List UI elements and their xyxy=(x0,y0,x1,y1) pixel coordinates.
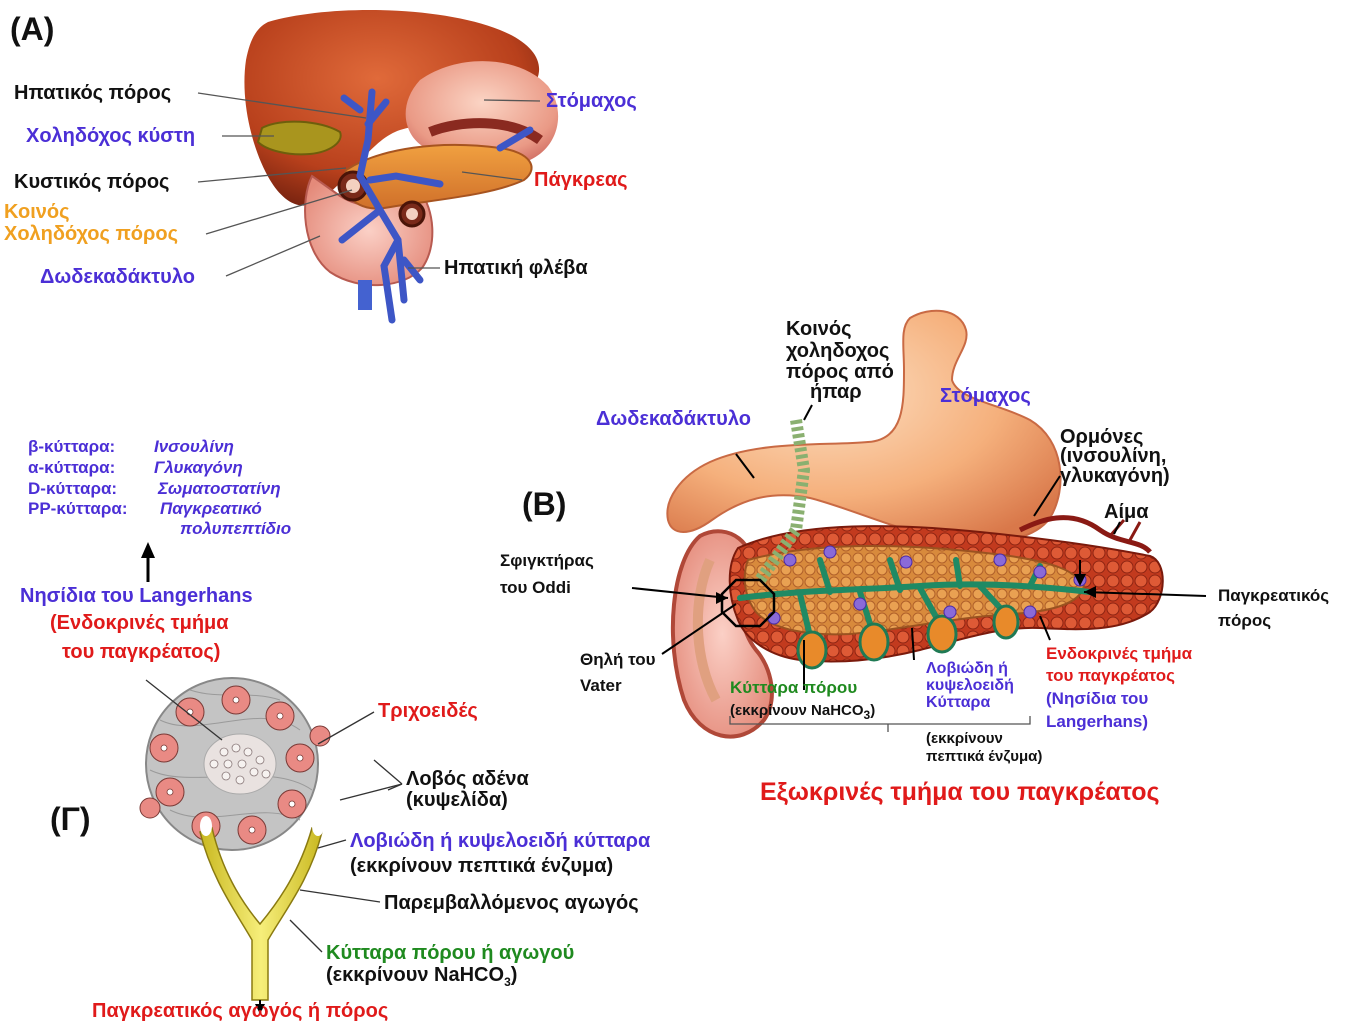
label-blood: Αίμα xyxy=(1104,501,1149,523)
label-islets-c: Νησίδια του Langerhans xyxy=(20,585,253,607)
label-hepatic-duct: Ηπατικός πόρος xyxy=(14,82,172,104)
label-sphincter-2: του Oddi xyxy=(500,578,571,597)
label-sphincter-1: Σφιγκτήρας xyxy=(500,551,594,570)
label-pancreatic-duct-b-2: πόρος xyxy=(1218,611,1272,630)
label-intercalated-duct: Παρεμβαλλόμενος αγωγός xyxy=(384,892,639,914)
label-pancreatic-duct-b-1: Παγκρεατικός xyxy=(1218,586,1330,605)
label-duct-cells-c-secretion: (εκκρίνουν NaHCO3) xyxy=(326,964,518,989)
panel-b-tag: (B) xyxy=(522,486,567,522)
label-endocrine-c-1: (Ενδοκρινές τμήμα xyxy=(50,612,229,634)
panel-a-tag: (A) xyxy=(10,11,55,47)
label-islets-b-2: Langerhans) xyxy=(1046,712,1149,731)
bile-duct-b xyxy=(755,419,811,584)
label-endocrine-c-2: του παγκρέατος) xyxy=(62,641,221,663)
label-duct-cells-c: Κύτταρα πόρου ή αγωγού xyxy=(326,942,575,964)
panel-b-illustration xyxy=(631,309,1207,739)
label-pancreatic-duct-c: Παγκρεατικός αγωγός ή πόρος xyxy=(92,1000,389,1022)
label-duct-cells-b: Κύτταρα πόρου xyxy=(730,678,858,697)
intercalated-duct-y xyxy=(199,826,323,1001)
cell-delta-key: D-κύτταρα: xyxy=(28,479,118,498)
cell-alpha-key: α-κύτταρα: xyxy=(28,458,116,477)
panel-c-leaders xyxy=(145,679,403,953)
label-gallbladder-a: Χοληδόχος κύστη xyxy=(26,125,196,147)
pancreas-a-shape xyxy=(343,143,533,210)
liver-shape xyxy=(244,10,540,206)
acini-rosettes xyxy=(139,685,331,845)
label-pancreas-a: Πάγκρεας xyxy=(534,169,628,191)
label-hormones-2: (ινσουλίνη, xyxy=(1060,445,1167,467)
label-vater-1: Θηλή του xyxy=(580,650,656,669)
label-acinar-b-secretion-2: πεπτικά ένζυμα) xyxy=(926,748,1043,765)
cell-pp-key: PP-κύτταρα: xyxy=(28,499,128,518)
label-common-bile-b-2: χοληδοχος xyxy=(786,340,890,362)
label-islets-b-1: (Νησίδια του xyxy=(1046,689,1149,708)
label-common-bile-b-3: πόρος από xyxy=(786,361,894,383)
label-acinar-c: Λοβιώδη ή κυψελοειδή κύτταρα xyxy=(350,830,651,852)
label-acinar-b-3: Κύτταρα xyxy=(926,694,991,711)
label-acinar-b-secretion-1: (εκκρίνουν xyxy=(926,730,1003,747)
label-duodenum-b: Δωδεκαδάκτυλο xyxy=(596,408,751,430)
label-exocrine-title: Εξωκρινές τμήμα του παγκρέατος xyxy=(760,778,1160,806)
panel-c-tag: (Γ) xyxy=(50,801,91,837)
label-capillaries: Τριχοειδές xyxy=(378,700,478,722)
label-lobule-2: (κυψελίδα) xyxy=(406,789,508,811)
stomach-b-shape xyxy=(666,309,1062,545)
label-vater-2: Vater xyxy=(580,676,622,695)
label-hormones-1: Ορμόνες xyxy=(1060,426,1144,448)
label-hormones-3: γλυκαγόνη) xyxy=(1060,465,1170,487)
label-duodenum-a: Δωδεκαδάκτυλο xyxy=(40,266,195,288)
cell-beta-key: β-κύτταρα: xyxy=(28,437,116,456)
label-hepatic-vein: Ηπατική φλέβα xyxy=(444,257,588,279)
label-acinar-b-1: Λοβιώδη ή xyxy=(926,660,1008,677)
label-endocrine-b-2: του παγκρέατος xyxy=(1046,666,1176,685)
label-common-bile-b-4: ήπαρ xyxy=(810,381,862,403)
label-cystic-duct: Κυστικός πόρος xyxy=(14,171,170,193)
panel-a-illustration xyxy=(197,10,559,324)
panel-a-leaders xyxy=(197,92,541,277)
cell-pp-value-2: πολυπεπτίδιο xyxy=(180,519,292,538)
label-lobule-1: Λοβός αδένα xyxy=(406,768,529,790)
gallbladder-shape xyxy=(256,120,342,156)
panel-c-illustration xyxy=(139,542,403,1014)
label-common-bile-b-1: Κοινός xyxy=(786,318,852,340)
label-acinar-b-2: κυψελοειδή xyxy=(926,677,1014,694)
cell-delta-value: Σωματοστατίνη xyxy=(158,479,281,498)
panel-b-arrowheads xyxy=(716,574,1096,604)
label-common-bile-a-1: Κοινός xyxy=(4,201,70,223)
label-endocrine-b-1: Ενδοκρινές τμήμα xyxy=(1046,644,1193,663)
label-acinar-c-secretion: (εκκρίνουν πεπτικά ένζυμα) xyxy=(350,855,614,877)
cell-beta-value: Ινσουλίνη xyxy=(154,437,234,456)
cell-alpha-value: Γλυκαγόνη xyxy=(154,458,243,477)
hepatic-vessels xyxy=(338,88,534,324)
label-duct-cells-b-secretion: (εκκρίνουν NaHCO3) xyxy=(730,702,876,722)
label-stomach-b: Στόμαχος xyxy=(940,385,1031,407)
label-stomach-a: Στόμαχος xyxy=(546,90,637,112)
label-common-bile-a-2: Χοληδόχος πόρος xyxy=(4,223,179,245)
cell-pp-value-1: Παγκρεατικό xyxy=(160,499,262,518)
